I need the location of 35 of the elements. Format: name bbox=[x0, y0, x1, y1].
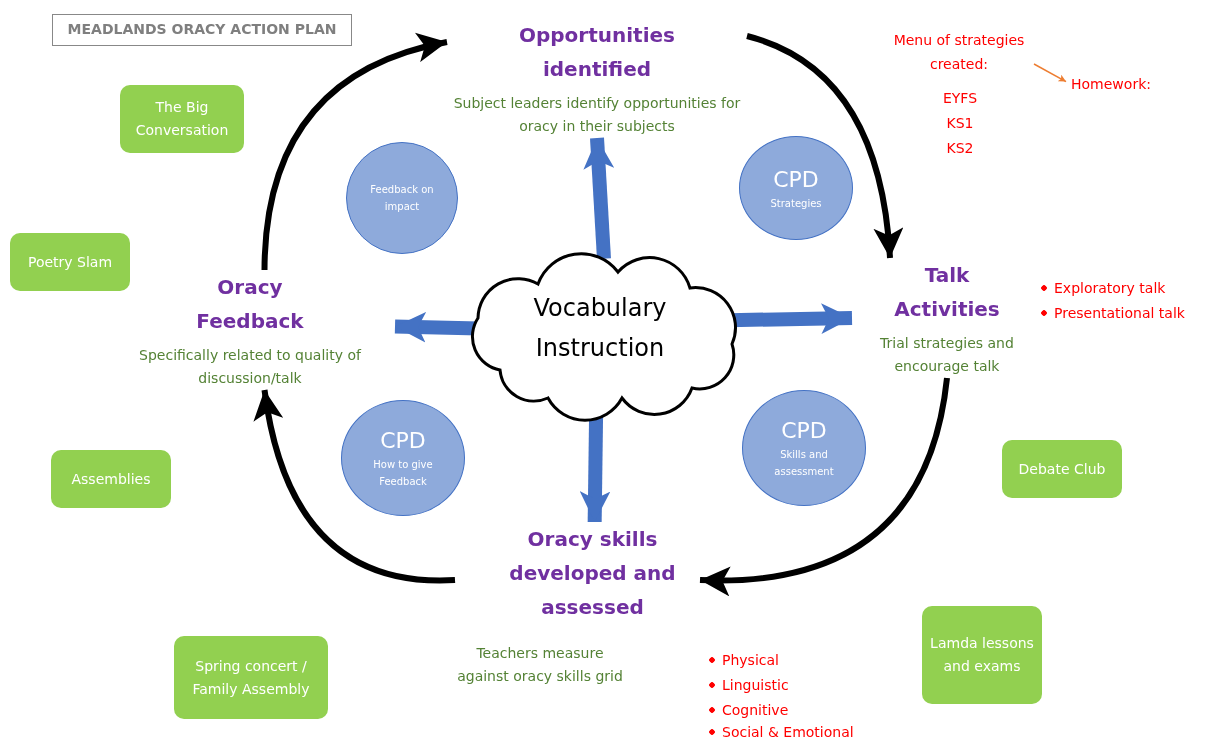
block-arrow bbox=[583, 137, 615, 260]
arrow bbox=[1033, 63, 1067, 83]
cloud-text: Vocabulary Instruction bbox=[532, 293, 668, 364]
stage-label: KS2 bbox=[945, 139, 975, 158]
activity-card: Spring concert / Family Assembly bbox=[174, 636, 328, 719]
activity-card: Debate Club bbox=[1002, 440, 1122, 498]
activity-card: The Big Conversation bbox=[120, 85, 244, 153]
arrow bbox=[746, 33, 903, 259]
stage-label: KS1 bbox=[945, 114, 975, 133]
stage-description: Subject leaders identify opportunities for oracy in their subjects bbox=[452, 94, 742, 136]
circle-text: How to give Feedback bbox=[372, 458, 434, 489]
arrow bbox=[254, 389, 455, 584]
circle-text: Skills and assessment bbox=[773, 448, 835, 479]
note-text: Homework: bbox=[1066, 72, 1156, 96]
stage-description: Specifically related to quality of discussion/talk bbox=[138, 346, 363, 388]
circle-text: Feedback on impact bbox=[369, 183, 435, 214]
stage-heading: Talk Activities bbox=[893, 262, 1001, 323]
arrow bbox=[261, 34, 448, 271]
stage-description: Trial strategies and encourage talk bbox=[879, 334, 1015, 376]
arrow bbox=[700, 377, 950, 596]
circle-heading: CPD bbox=[380, 427, 426, 455]
circle-text: Strategies bbox=[769, 196, 823, 211]
activity-card: Poetry Slam bbox=[10, 233, 130, 291]
circle-heading: CPD bbox=[773, 165, 819, 194]
block-arrow bbox=[579, 415, 611, 523]
note-text: Menu of strategies created: bbox=[884, 28, 1034, 76]
circle-heading: CPD bbox=[781, 417, 827, 445]
activity-card: Assemblies bbox=[51, 450, 171, 508]
title: MEADLANDS ORACY ACTION PLAN bbox=[52, 14, 352, 46]
activity-card: Lamda lessons and exams bbox=[922, 606, 1042, 704]
stage-heading: Oracy skills developed and assessed bbox=[508, 526, 677, 621]
stage-heading: Oracy Feedback bbox=[195, 274, 305, 335]
stage-heading: Opportunities identified bbox=[518, 22, 676, 83]
stage-description: Teachers measure against oracy skills grid bbox=[456, 644, 624, 686]
stage-label: EYFS bbox=[941, 89, 979, 108]
